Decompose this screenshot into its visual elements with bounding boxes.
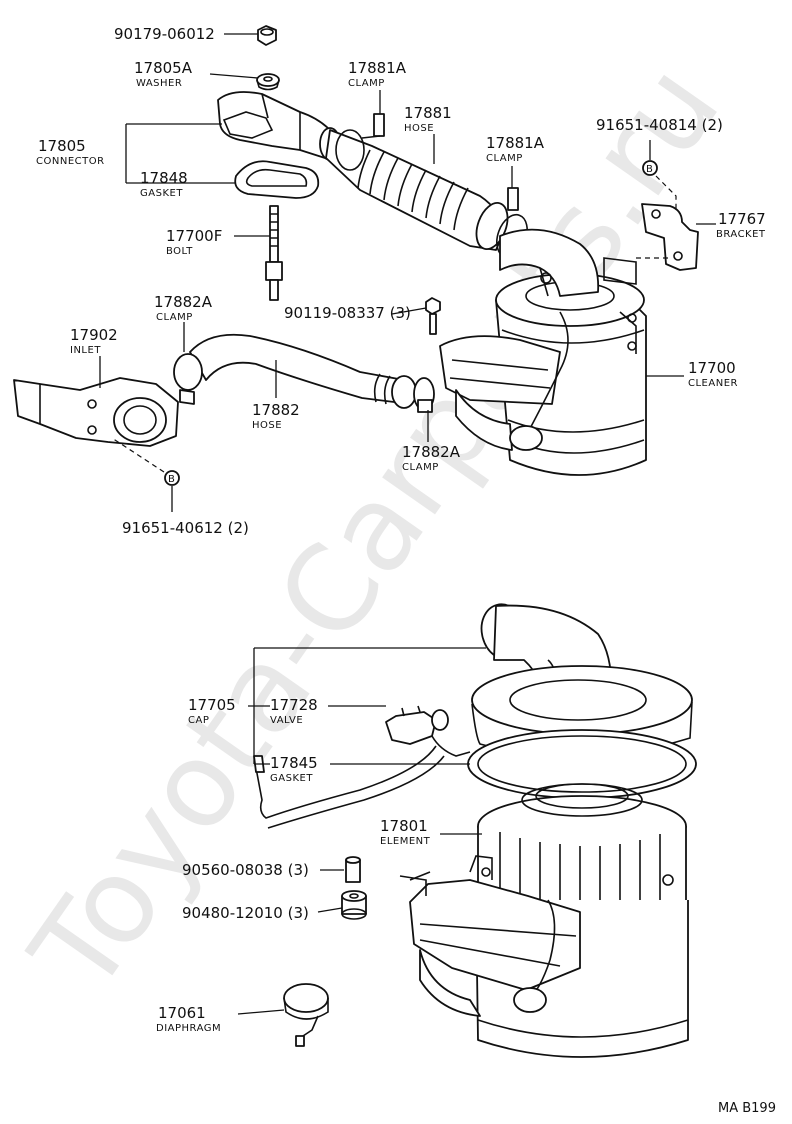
- label-17805-number: 17805: [38, 137, 86, 155]
- label-17881A-top-number: 17881A: [348, 59, 407, 77]
- label-17845-name: GASKET: [270, 773, 313, 784]
- label-17801-number: 17801: [380, 817, 428, 835]
- bolt-17700F-drawing: [265, 205, 283, 301]
- label-17882A-left-name: CLAMP: [156, 312, 193, 323]
- hose-17881-drawing: [325, 129, 509, 251]
- leader-lines: [99, 33, 716, 1015]
- clamp-17882A-right-drawing: [413, 377, 435, 413]
- label-17848-name: GASKET: [140, 188, 183, 199]
- bolt-90119-drawing: [425, 297, 441, 335]
- washer-17805A-drawing: [256, 73, 280, 91]
- label-17801-name: ELEMENT: [380, 836, 431, 847]
- clamp-17882A-left-drawing: [173, 353, 203, 405]
- bolt-91651-40814-drawing: B: [636, 160, 677, 259]
- label-17845-number: 17845: [270, 754, 318, 772]
- diaphragm-17061-drawing: [283, 983, 329, 1047]
- label-17767-name: BRACKET: [716, 229, 766, 240]
- label-17061-name: DIAPHRAGM: [156, 1023, 221, 1034]
- label-17881-name: HOSE: [404, 123, 434, 134]
- label-17882A-right-number: 17882A: [402, 443, 461, 461]
- nut-90179-drawing: [257, 25, 277, 46]
- label-17882-name: HOSE: [252, 420, 282, 431]
- label-17882-number: 17882: [252, 401, 300, 419]
- bracket-17767-drawing: [641, 203, 699, 271]
- label-17881A-mid-number: 17881A: [486, 134, 545, 152]
- figure-reference: MA B199: [718, 1101, 776, 1116]
- label-17805A-number: 17805A: [134, 59, 193, 77]
- label-17705-name: CAP: [188, 715, 209, 726]
- label-17848-number: 17848: [140, 169, 188, 187]
- clamp-17881A-top-drawing: [335, 113, 385, 171]
- connector-17805-drawing: [217, 91, 341, 161]
- label-17061-number: 17061: [158, 1004, 206, 1022]
- bottom-assembly: [253, 603, 697, 1058]
- label-90560-08038: 90560-08038 (3): [182, 861, 309, 879]
- label-17700F-number: 17700F: [166, 227, 222, 245]
- gasket-17848-drawing: [234, 160, 320, 199]
- label-91651-40612: 91651-40612 (2): [122, 519, 249, 537]
- hose-17882-drawing: [189, 333, 417, 409]
- part-labels: 90179-06012 17805A WASHER 17881A CLAMP 1…: [36, 25, 776, 1116]
- label-17805-name: CONNECTOR: [36, 156, 105, 167]
- label-17705-number: 17705: [188, 696, 236, 714]
- label-17700F-name: BOLT: [166, 246, 193, 257]
- element-17801-drawing: [477, 783, 687, 922]
- collar-90560-drawing: [345, 856, 361, 883]
- label-91651-40814: 91651-40814 (2): [596, 116, 723, 134]
- bolt-91651-40612-drawing: B: [111, 437, 180, 486]
- label-90119-08337: 90119-08337 (3): [284, 304, 411, 322]
- cleaner-17700-drawing: [439, 228, 647, 476]
- label-17700-name: CLEANER: [688, 378, 738, 389]
- svg-text:B: B: [646, 164, 653, 175]
- label-17882A-right-name: CLAMP: [402, 462, 439, 473]
- label-90179-06012: 90179-06012: [114, 25, 215, 43]
- label-17902-name: INLET: [70, 345, 101, 356]
- inlet-17902-drawing: [13, 377, 179, 447]
- gasket-17845-drawing: [467, 729, 697, 799]
- top-assembly: B B: [13, 25, 699, 486]
- label-17882A-left-number: 17882A: [154, 293, 213, 311]
- case-lower-drawing: [399, 855, 689, 1058]
- label-17902-number: 17902: [70, 326, 118, 344]
- label-17728-number: 17728: [270, 696, 318, 714]
- label-17881-number: 17881: [404, 104, 452, 122]
- label-17728-name: VALVE: [270, 715, 303, 726]
- label-17881A-top-name: CLAMP: [348, 78, 385, 89]
- label-90480-12010: 90480-12010 (3): [182, 904, 309, 922]
- label-17767-number: 17767: [718, 210, 766, 228]
- cap-17705-drawing: [471, 603, 693, 758]
- label-17805A-name: WASHER: [136, 78, 182, 89]
- label-17881A-mid-name: CLAMP: [486, 153, 523, 164]
- cushion-90480-drawing: [341, 890, 367, 920]
- valve-17728-drawing: [253, 705, 471, 829]
- label-17700-number: 17700: [688, 359, 736, 377]
- svg-text:B: B: [168, 474, 175, 485]
